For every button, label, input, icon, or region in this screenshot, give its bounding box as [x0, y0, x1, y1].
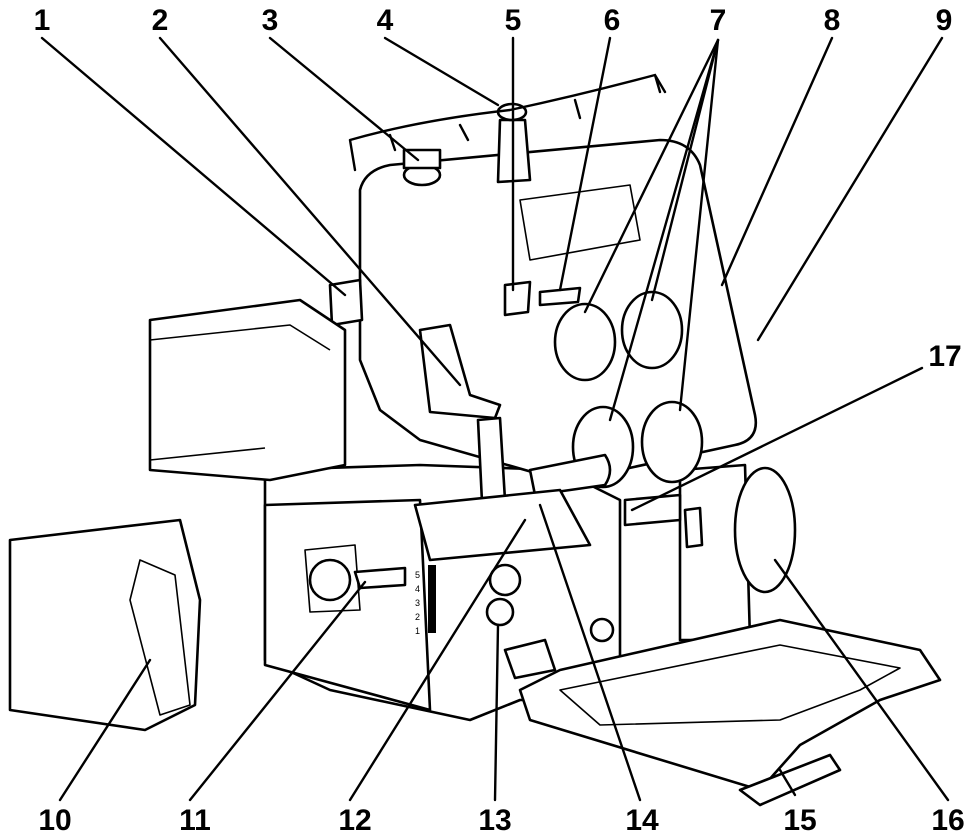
leader-1: [40, 36, 347, 297]
handwheel: [733, 466, 797, 594]
stitch-length-dial: [308, 558, 352, 602]
stitch-scale-5: 5: [415, 570, 420, 580]
leader-10: [58, 658, 152, 802]
cutting-width-knob: [488, 563, 522, 597]
callout-2: 2: [152, 4, 169, 37]
leader-6: [558, 36, 612, 292]
stitch-scale-4: 4: [415, 584, 420, 594]
stitch-scale-bar: [428, 565, 436, 633]
stitch-finger-lever: [503, 638, 557, 680]
leader-11: [188, 580, 367, 802]
callout-8: 8: [824, 4, 841, 37]
callout-1: 1: [34, 4, 51, 37]
leader-12: [348, 518, 527, 802]
looper-cover: [8, 518, 202, 732]
callout-16: 16: [931, 804, 964, 837]
callout-10: 10: [38, 804, 71, 837]
stitch-scale-3: 3: [415, 598, 420, 608]
front-knob: [589, 617, 615, 643]
leader-15: [778, 768, 797, 797]
accessory-tray-inner: [559, 644, 901, 726]
upper-thread-guide: [538, 286, 582, 307]
stitch-length-lever: [353, 566, 407, 590]
leader-16: [773, 558, 950, 802]
leader-13: [493, 623, 500, 802]
thread-guide-bar: [348, 73, 667, 172]
lamp-window: [519, 184, 641, 261]
looper-cover-cutout: [129, 559, 191, 716]
middle-thread-guide: [503, 280, 532, 317]
stitch-scale-1: 1: [415, 626, 420, 636]
callout-12: 12: [338, 804, 371, 837]
leader-7a: [583, 38, 720, 314]
power-switch: [683, 506, 704, 549]
callout-numbers: 1 2 3 4 5 6 7 8 9 10 11 12 13 14 15 16 1…: [34, 4, 965, 837]
presser-foot-lever: [418, 323, 502, 420]
trim-trap-back: [148, 298, 347, 482]
needle-plate: [413, 488, 592, 562]
tension-dial-1: [553, 302, 617, 382]
leader-14: [538, 503, 642, 802]
trim-trap-rim: [149, 324, 331, 461]
callout-17: 17: [928, 340, 961, 373]
callout-14: 14: [625, 804, 659, 837]
callout-6: 6: [604, 4, 621, 37]
stitch-length-plate: [304, 544, 361, 613]
tension-dial-2: [620, 290, 684, 370]
leader-4: [383, 36, 500, 107]
callout-15: 15: [783, 804, 816, 837]
needle-clamp: [476, 416, 507, 504]
serger-machine-illustration: 5 4 3 2 1: [8, 73, 942, 807]
callout-3: 3: [262, 4, 279, 37]
leader-lines: [40, 36, 950, 802]
tray-handle: [738, 753, 842, 807]
leader-3: [268, 36, 420, 162]
tension-dial-4: [640, 400, 704, 484]
leader-7b: [650, 38, 720, 302]
side-thread-guide: [328, 278, 364, 327]
callout-9: 9: [936, 4, 953, 37]
leader-7c: [608, 38, 720, 422]
upper-looper-shaft: [528, 453, 612, 497]
stitch-scale-2: 2: [415, 612, 420, 622]
callout-11: 11: [179, 804, 211, 837]
leader-2: [158, 36, 462, 387]
leader-17: [630, 366, 924, 512]
callout-13: 13: [478, 804, 511, 837]
callout-7: 7: [710, 4, 727, 37]
callout-4: 4: [377, 4, 394, 37]
callout-5: 5: [505, 4, 522, 37]
lower-knife-knob: [485, 597, 515, 627]
leader-9: [756, 36, 944, 342]
leader-7d: [678, 38, 720, 412]
accessory-tray: [518, 618, 942, 792]
stitch-scale: 5 4 3 2 1: [415, 565, 436, 636]
leader-8: [720, 36, 834, 287]
